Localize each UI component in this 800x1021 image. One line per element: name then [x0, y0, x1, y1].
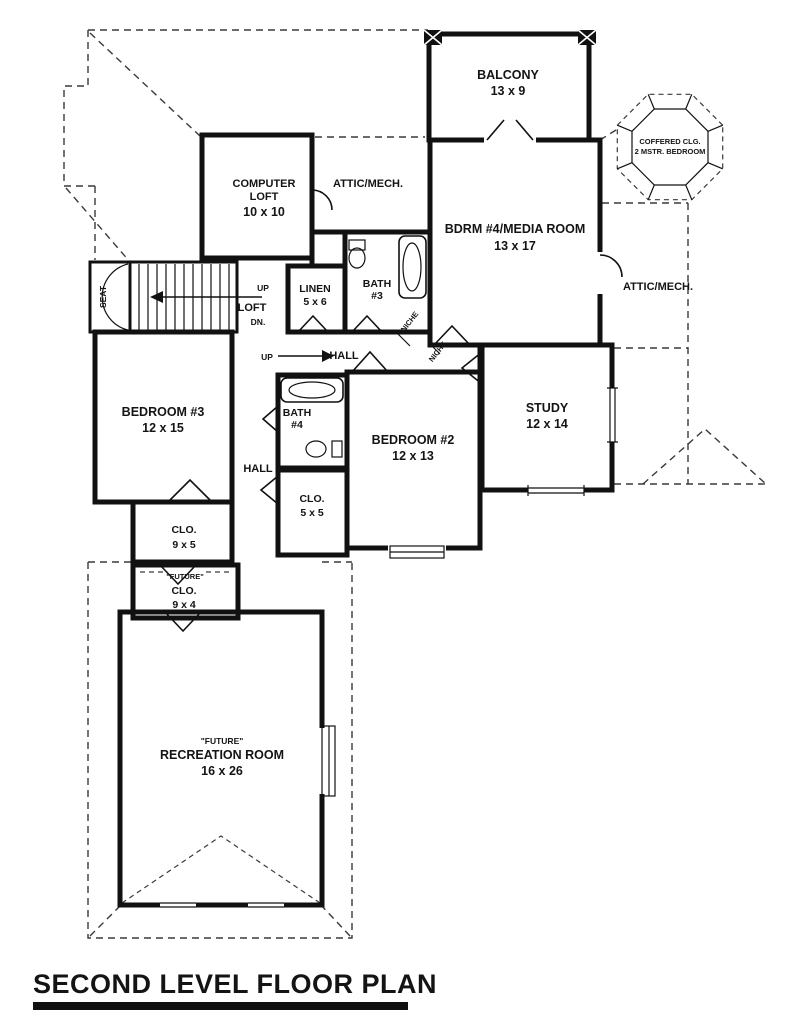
attic-door-swing: [311, 189, 333, 211]
recreation-future-label: "FUTURE": [201, 736, 244, 746]
coffered-ceiling-octagon: [616, 93, 724, 201]
attic-right-door-swing: [599, 254, 623, 278]
bath4-toilet-icon: [305, 440, 327, 458]
future-clo-dims: 9 x 4: [172, 599, 196, 611]
bath4-label-line2: #4: [291, 419, 303, 431]
roof-outline: [63, 29, 767, 939]
staircase: [101, 263, 262, 331]
balcony-dims: 13 x 9: [491, 84, 526, 98]
computer-loft-label-line1: COMPUTER: [233, 178, 296, 190]
computer-loft-label-line2: LOFT: [250, 191, 279, 203]
bath4-label-line1: BATH: [283, 407, 311, 419]
dn-label: DN.: [251, 317, 266, 327]
page-title: SECOND LEVEL FLOOR PLAN: [33, 969, 437, 999]
up-hall-label: UP: [261, 352, 273, 362]
bath4-door: [261, 405, 279, 433]
clo2-walls: [275, 465, 350, 558]
clo2-dims: 5 x 5: [300, 507, 324, 519]
up-stairs-label: UP: [257, 283, 269, 293]
bedroom3-dims: 12 x 15: [142, 421, 184, 435]
room-labels: BALCONY 13 x 9 COFFERED CLG. 2 MSTR. BED…: [98, 68, 705, 778]
bdrm4-door: [433, 324, 471, 346]
balcony-columns: [423, 29, 597, 46]
attic-mech-top-label: ATTIC/MECH.: [333, 178, 403, 190]
coffered-label-line1: COFFERED CLG.: [639, 137, 700, 146]
hall-upper-label: HALL: [329, 350, 359, 362]
balcony-french-doors: [486, 119, 534, 141]
bdrm4-label: BDRM #4/MEDIA ROOM: [445, 222, 586, 236]
bath4-tub-icon: [280, 377, 344, 403]
linen-door: [297, 314, 329, 333]
bath3-walls: [342, 229, 433, 335]
seat-label: SEAT: [98, 285, 108, 308]
recreation-label: RECREATION ROOM: [160, 748, 284, 762]
recreation-window: [160, 902, 196, 908]
bath4-walls: [275, 372, 350, 473]
clo1-label: CLO.: [171, 524, 196, 536]
study-dims: 12 x 14: [526, 417, 568, 431]
bath3-label-line2: #3: [371, 290, 383, 302]
bedroom3-label: BEDROOM #3: [122, 405, 205, 419]
recreation-window: [248, 902, 284, 908]
hall-up-arrow: [278, 350, 334, 362]
future-clo-future-label: "FUTURE": [166, 572, 204, 581]
walls: [88, 31, 615, 908]
plan-title-block: SECOND LEVEL FLOOR PLAN: [33, 969, 437, 1010]
bedroom2-label: BEDROOM #2: [372, 433, 455, 447]
recreation-dims: 16 x 26: [201, 764, 243, 778]
coffered-label-line2: 2 MSTR. BEDROOM: [635, 147, 706, 156]
seat-walls: [88, 260, 132, 334]
linen-dims: 5 x 6: [303, 296, 327, 308]
bdrm4-dims: 13 x 17: [494, 239, 536, 253]
recreation-door: [164, 611, 202, 633]
niche-marks: [397, 333, 441, 355]
bath3-toilet-icon: [348, 247, 366, 269]
windows: [160, 387, 618, 908]
future-clo-door: [159, 564, 197, 586]
bedroom2-door: [351, 350, 389, 373]
study-door: [460, 351, 483, 385]
balcony-label: BALCONY: [477, 68, 539, 82]
clo1-dims: 9 x 5: [172, 539, 196, 551]
clo1-walls: [130, 499, 235, 565]
study-window: [527, 485, 585, 496]
future-clo-label: CLO.: [171, 585, 196, 597]
loft-label: LOFT: [238, 302, 267, 314]
bath-fixtures: [280, 235, 427, 458]
hall-lower-label: HALL: [243, 463, 273, 475]
seat-bay-arc: [101, 263, 129, 331]
bedroom3-door: [167, 478, 213, 503]
wall-openings: [160, 135, 617, 910]
clo2-label: CLO.: [299, 493, 324, 505]
study-label: STUDY: [526, 401, 569, 415]
future-clo-walls: [130, 562, 241, 621]
computer-loft-walls: [199, 132, 315, 261]
bedroom2-dims: 12 x 13: [392, 449, 434, 463]
bath3-door: [351, 314, 383, 333]
bath3-label-line1: BATH: [363, 278, 391, 290]
bath3-tub-icon: [398, 235, 427, 299]
study-side-window: [607, 387, 618, 443]
door-marks: [159, 119, 623, 633]
clo2-door: [259, 475, 279, 505]
computer-loft-dims: 10 x 10: [243, 205, 285, 219]
title-underline: [33, 1002, 408, 1010]
attic-mech-right-label: ATTIC/MECH.: [623, 281, 693, 293]
linen-label: LINEN: [299, 283, 331, 295]
